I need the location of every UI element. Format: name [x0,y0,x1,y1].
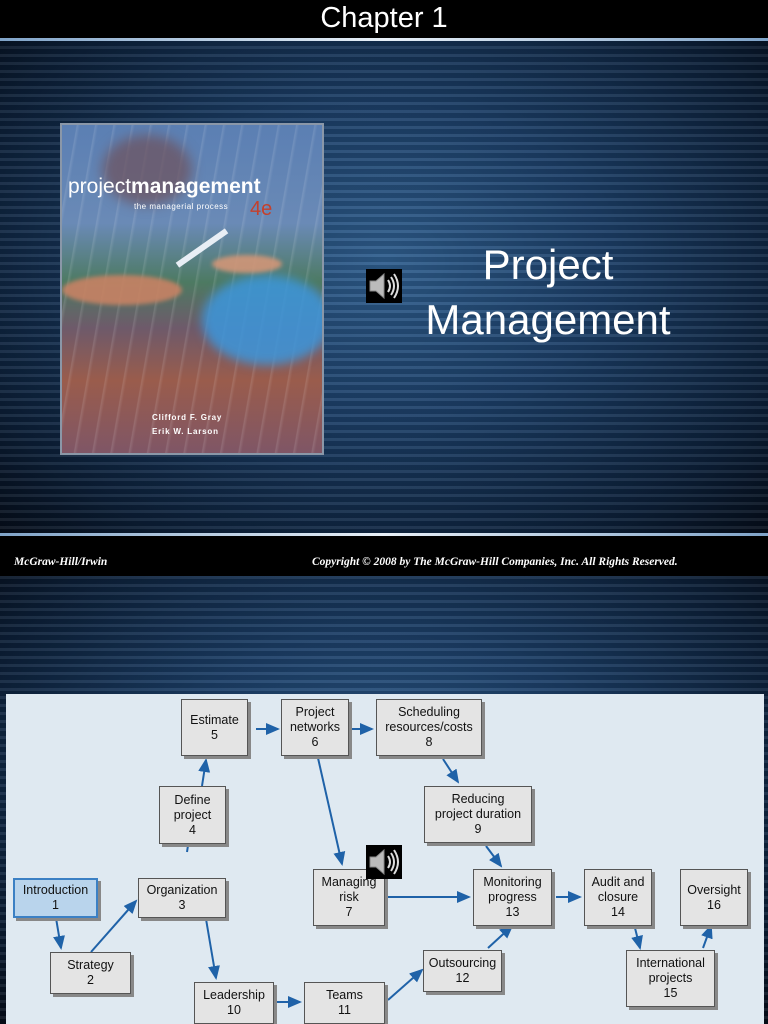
box-international-projects: International projects 15 [626,950,715,1007]
box-oversight: Oversight 16 [680,869,748,926]
box-define-project: Define project 4 [159,786,226,844]
title-line-2: Management [425,295,671,343]
box-reducing-duration: Reducing project duration 9 [424,786,532,843]
footer-publisher: McGraw-Hill/Irwin [14,556,108,568]
diagram-arrows [53,723,713,1008]
box-strategy: Strategy 2 [50,952,131,994]
chapter-flow-diagram: Estimate 5 Project networks 6 Scheduling… [6,694,764,1024]
presentation-title: Project Management [388,238,708,347]
footer-copyright: Copyright © 2008 by The McGraw-Hill Comp… [312,556,678,568]
runner-blue-shirt [202,275,322,365]
box-monitoring-progress: Monitoring progress 13 [473,869,552,926]
title-line-1: Project [482,241,614,288]
runner-blur-top [102,135,192,205]
box-teams: Teams 11 [304,982,385,1024]
slide-footer: McGraw-Hill/Irwin Copyright © 2008 by Th… [0,536,768,576]
box-organization: Organization 3 [138,878,226,918]
chapter-title: Chapter 1 [320,2,448,34]
bottom-divider [0,533,768,536]
book-edition: 4e [250,198,273,220]
slide-2: Estimate 5 Project networks 6 Scheduling… [0,576,768,1024]
audio-speaker-icon[interactable] [366,845,402,879]
runner-arm-left [62,275,182,305]
book-subtitle: the managerial process [134,202,229,211]
box-scheduling: Scheduling resources/costs 8 [376,699,482,756]
box-project-networks: Project networks 6 [281,699,349,756]
box-audit-closure: Audit and closure 14 [584,869,652,926]
box-introduction: Introduction 1 [13,878,98,918]
book-title: projectmanagement [68,175,261,198]
chapter-title-bar: Chapter 1 [0,0,768,38]
slide-1: Chapter 1 projectmanagement the manageri… [0,0,768,576]
box-outsourcing: Outsourcing 12 [423,950,502,992]
box-estimate: Estimate 5 [181,699,248,756]
box-leadership: Leadership 10 [194,982,274,1024]
book-cover: projectmanagement the managerial process… [60,123,324,455]
book-author-2: Erik W. Larson [152,427,219,436]
top-divider [0,38,768,41]
runner-arm-right [212,255,282,273]
audio-speaker-icon[interactable] [366,269,402,303]
book-author-1: Clifford F. Gray [152,413,223,422]
